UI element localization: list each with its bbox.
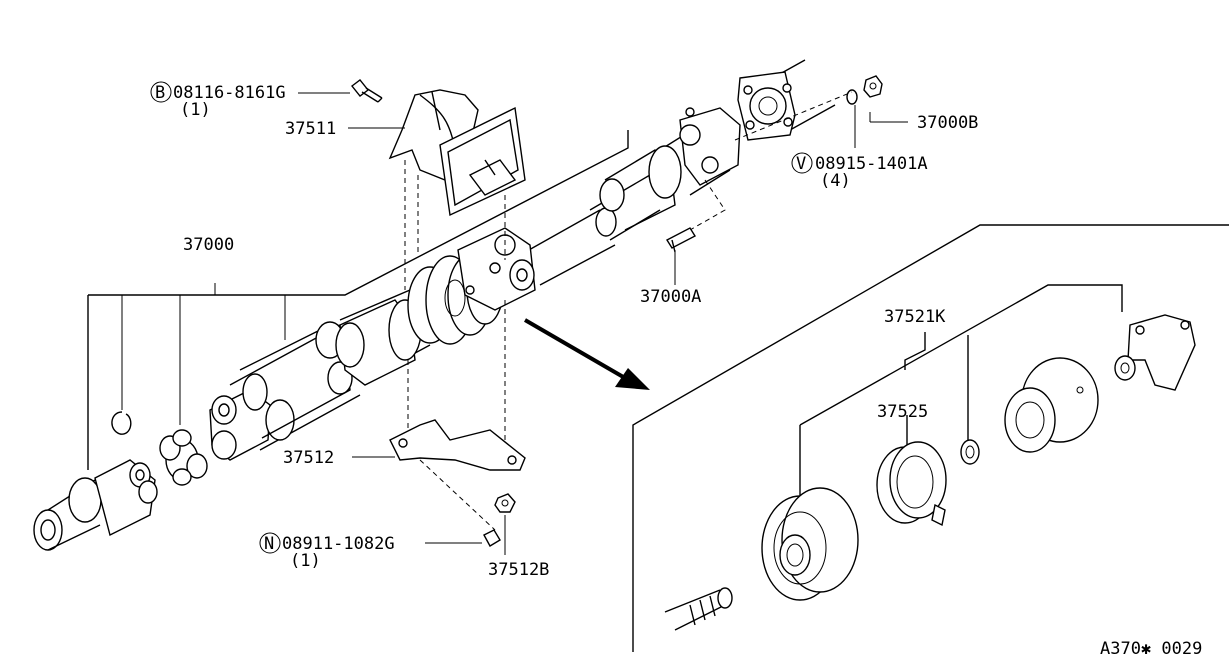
center-bearing (761, 487, 859, 601)
spline-shaft-end (664, 587, 733, 631)
label-37000: 37000 (183, 235, 234, 255)
label-37511: 37511 (285, 119, 336, 139)
symbol-b: B (155, 83, 165, 103)
mounting-frame (439, 106, 526, 217)
washer-v (846, 89, 858, 105)
leader-37000b (869, 112, 908, 123)
companion-flange (737, 71, 796, 141)
snap-ring (111, 411, 132, 435)
label-37000a: 37000A (640, 287, 701, 307)
label-37000b: 37000B (917, 113, 978, 133)
callout-washer-v: V 08915-1401A (4) (791, 152, 928, 191)
universal-joint-spider (159, 429, 208, 486)
washer (960, 439, 980, 465)
symbol-n: N (264, 534, 274, 554)
nut-08911-1082g (483, 529, 501, 547)
callout-nut-n: N 08911-1082G (1) (259, 532, 395, 571)
label-37512b: 37512B (488, 560, 549, 580)
bearing-housing (1004, 357, 1099, 453)
nut-37512b (494, 493, 516, 513)
diagram-code: A370✱ 0029 (1100, 639, 1202, 659)
front-sleeve-yoke (33, 459, 158, 551)
symbol-v: V (796, 154, 806, 174)
leader-37000 (121, 283, 286, 425)
bolt-37000a (666, 227, 696, 253)
label-bolt-b-qty: (1) (180, 100, 211, 120)
label-nut-n-qty: (1) (290, 551, 321, 571)
front-shaft-yoke (209, 373, 295, 461)
label-37512: 37512 (283, 448, 334, 468)
label-37521k: 37521K (884, 307, 946, 327)
label-08911-1082g: 08911-1082G (282, 534, 395, 554)
detail-arrow (523, 318, 650, 390)
lower-bracket-37512 (389, 419, 526, 471)
rear-shaft-tube (595, 145, 682, 237)
label-08915-1401a: 08915-1401A (815, 154, 928, 174)
callout-bolt-b: B 08116-8161G (1) (150, 81, 286, 120)
assembly-boundary-line (87, 130, 629, 470)
label-37525: 37525 (877, 402, 928, 422)
detail-leader-lines (799, 284, 1123, 500)
nut-37000b (863, 75, 883, 98)
bearing-insulator-37525 (876, 441, 947, 527)
center-flange-yoke (457, 227, 536, 311)
detail-box (632, 224, 1229, 652)
label-08116-8161g: 08116-8161G (173, 83, 286, 103)
label-washer-v-qty: (4) (820, 171, 851, 191)
detail-flange-yoke (1114, 314, 1196, 391)
rear-flange-yoke (679, 107, 741, 186)
bolt-08116-8161g (351, 79, 383, 103)
